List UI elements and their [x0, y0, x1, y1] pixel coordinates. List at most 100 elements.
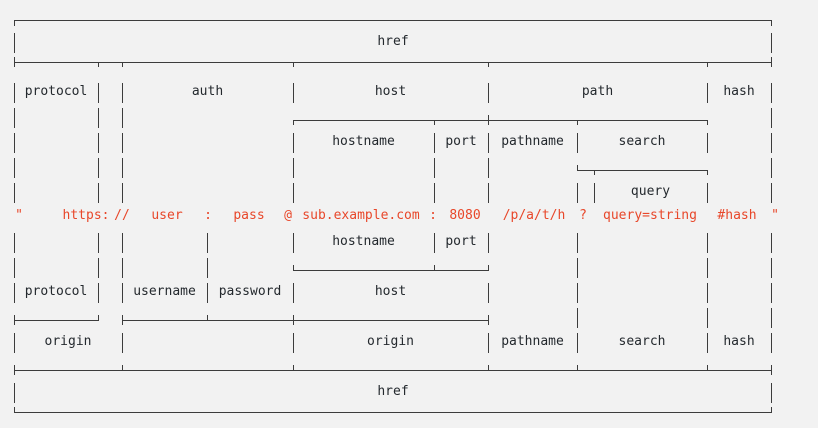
tick-path-r	[707, 120, 708, 125]
bar-r6-c1	[98, 133, 99, 153]
bar-r12-c5	[488, 283, 489, 303]
href-top-rule	[14, 20, 772, 21]
label-hash-top: hash	[723, 84, 755, 99]
tick-host-r	[488, 115, 489, 121]
label-hostname-top: hostname	[332, 134, 395, 149]
href-top-tick-left	[14, 20, 15, 26]
bar-r10-c6	[488, 233, 489, 253]
bar-r4-c1	[98, 83, 99, 103]
tick-col-host-l	[293, 62, 294, 67]
href-top-bar-right	[771, 33, 772, 53]
url-token-protocol: https:	[62, 208, 110, 223]
tick-col-protocol-r	[98, 62, 99, 67]
url-token-slashes: //	[114, 208, 130, 223]
bar-r11-c0	[14, 258, 15, 278]
bar-r8-c0	[14, 183, 15, 203]
bar-r12-c0	[14, 283, 15, 303]
bar-r8-c3	[293, 183, 294, 203]
bar-r8-c8	[771, 183, 772, 203]
diagram-bottom-rule	[14, 412, 772, 413]
tick-hrefb-c0	[14, 365, 15, 371]
href-bottom-bar-left	[14, 383, 15, 403]
url-token-open-quote: "	[15, 208, 23, 223]
bar-r10-c8	[707, 233, 708, 253]
bar-r6-c5	[488, 133, 489, 153]
tick-col-hash-l	[707, 62, 708, 67]
tick-host-bot-l	[293, 265, 294, 271]
bar-r12-c7	[707, 283, 708, 303]
tick-hrefb-c5	[707, 365, 708, 371]
label-port-top: port	[445, 134, 477, 149]
bar-r7-c8	[771, 158, 772, 178]
tick-pathname-l	[488, 120, 489, 125]
tick-host-bot-r	[488, 265, 489, 271]
url-token-hostname: sub.example.com	[302, 208, 420, 223]
bar-r7-c0	[14, 158, 15, 178]
label-pathname-bottom: pathname	[501, 334, 564, 349]
bar-r10-c0	[14, 233, 15, 253]
href-top-tick-right	[771, 20, 772, 26]
bar-r10-c9	[771, 233, 772, 253]
label-hostname-bottom: hostname	[332, 234, 395, 249]
url-token-port: 8080	[449, 208, 481, 223]
tick-hrefb-c6	[771, 365, 772, 371]
rule-host-inner	[293, 120, 489, 121]
bar-r8-c1	[98, 183, 99, 203]
label-hash-bottom: hash	[723, 334, 755, 349]
tick-col-hash-r	[771, 62, 772, 67]
href-top-bar-left	[14, 33, 15, 53]
tick-origin-down-l	[14, 320, 15, 325]
tick-hrefb-c2	[293, 365, 294, 371]
label-search-top: search	[618, 134, 666, 149]
label-port-bottom: port	[445, 234, 477, 249]
tick-origin-r-d	[488, 315, 489, 321]
rule-origin-left	[14, 320, 99, 321]
rule-query	[577, 170, 708, 171]
tick-origin-down-a	[122, 320, 123, 325]
url-token-port-colon: :	[429, 208, 437, 223]
bar-r12-c6	[577, 283, 578, 303]
label-protocol-bottom: protocol	[24, 284, 88, 299]
bar-r6-c4	[434, 133, 435, 153]
bar-r10-c2	[122, 233, 123, 253]
tick-host-bot-m	[434, 265, 435, 271]
bar-r12-c8	[771, 283, 772, 303]
tick-col-protocol-l	[14, 62, 15, 67]
url-token-close-quote: "	[771, 208, 779, 223]
url-token-query: query=string	[603, 208, 697, 223]
rule-host-bottom	[293, 270, 489, 271]
bar-r7-c2	[122, 158, 123, 178]
bar-r11-c9	[771, 258, 772, 278]
tick-hrefb-c1	[122, 365, 123, 371]
bar-r14-c1	[122, 333, 123, 353]
bar-r4-c0	[14, 83, 15, 103]
bar-r7-c3	[293, 158, 294, 178]
tick-port-split	[434, 120, 435, 125]
bar-r6-c2	[122, 133, 123, 153]
tick-col-path-l	[488, 62, 489, 67]
bar-r12-c3	[207, 283, 208, 303]
bar-r11-c3	[207, 258, 208, 278]
url-token-username: user	[151, 208, 183, 223]
bar-r8-c2	[122, 183, 123, 203]
tick-origin-r-b	[207, 315, 208, 321]
label-auth: auth	[191, 84, 224, 99]
tick-origin-r-c	[293, 315, 294, 321]
tick-bottom-r	[771, 407, 772, 413]
tick-origin-l-a	[14, 315, 15, 321]
href-bottom-rule-top	[14, 62, 772, 63]
label-host-bottom: host	[374, 284, 407, 299]
bar-r4-c2	[122, 83, 123, 103]
bar-r5-c0	[14, 108, 15, 128]
href-bottom-bar-right	[771, 383, 772, 403]
bar-r13-c8	[771, 308, 772, 328]
bar-r14-c6	[771, 333, 772, 353]
tick-query-r	[707, 170, 708, 175]
label-origin-right: origin	[367, 334, 414, 349]
bar-r8-c7	[594, 183, 595, 203]
bar-r13-c7	[707, 308, 708, 328]
label-host-top: host	[374, 84, 407, 99]
bar-r5-c2	[122, 108, 123, 128]
bar-r14-c2	[293, 333, 294, 353]
